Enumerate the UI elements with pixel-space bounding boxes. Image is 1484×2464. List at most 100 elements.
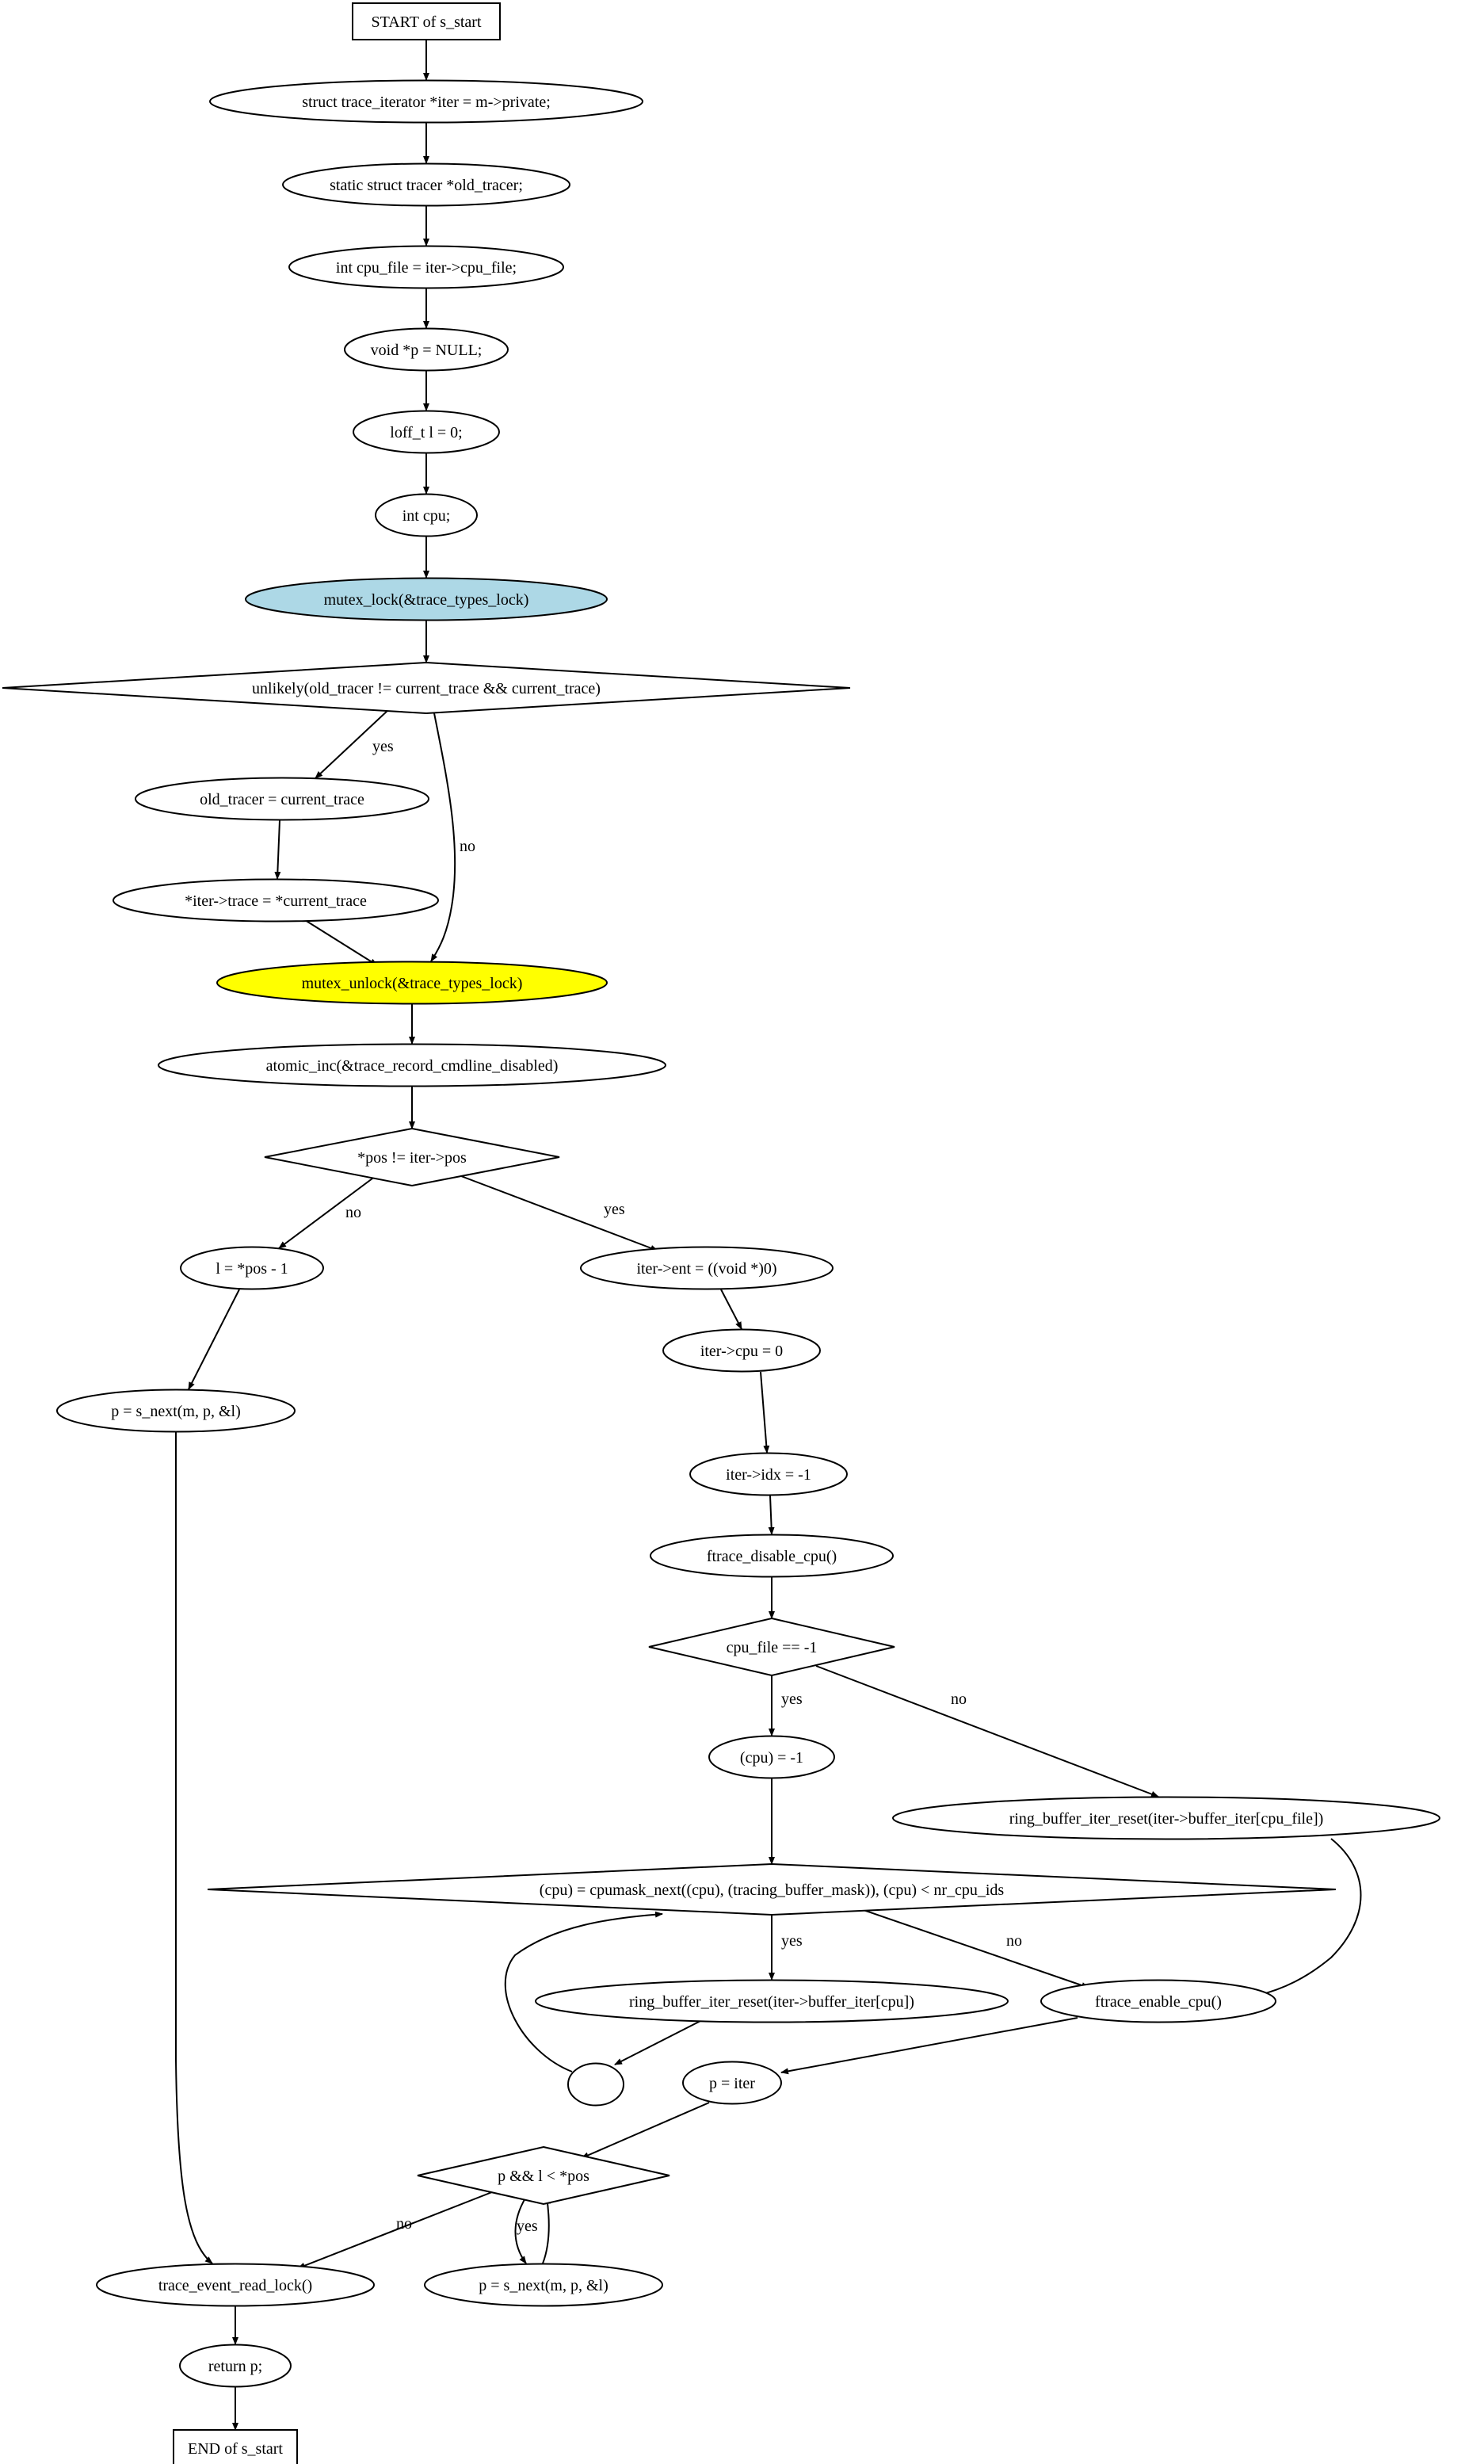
box-shape: [173, 2429, 298, 2464]
statement-shape: [689, 1452, 848, 1496]
edge-arrow: [504, 1911, 663, 2072]
edge-arrow: [304, 919, 378, 966]
statement-node-n8: old_tracer = current_trace: [135, 777, 429, 821]
statement-shape: [535, 1979, 1009, 2023]
edge-n16-to-n17: [768, 1495, 775, 1535]
statement-shape: [209, 79, 643, 124]
edge-arrow: [780, 2017, 1078, 2075]
statement-node-n5: loff_t l = 0;: [353, 410, 500, 454]
statement-shape: [282, 162, 570, 207]
edge-d4-to-n20: yes: [769, 1915, 803, 1981]
edge-label-yes: yes: [372, 738, 394, 755]
statement-node-n21: ftrace_enable_cpu(): [1040, 1979, 1276, 2023]
node-label: ring_buffer_iter_reset(iter->buffer_iter…: [1009, 1810, 1324, 1828]
edge-label-yes: yes: [517, 2218, 538, 2235]
statement-node-n11: atomic_inc(&trace_record_cmdline_disable…: [158, 1043, 666, 1087]
node-label: p && l < *pos: [498, 2168, 589, 2185]
edge-d2-to-n12: no: [278, 1175, 376, 1249]
statement-node-n16: iter->idx = -1: [689, 1452, 848, 1496]
statement-shape: [135, 777, 429, 821]
statement-shape: [344, 327, 509, 372]
edge-arrow: [430, 712, 456, 962]
statement-node-n19: ring_buffer_iter_reset(iter->buffer_iter…: [892, 1796, 1440, 1840]
statement-shape: [580, 1246, 834, 1290]
node-label: trace_event_read_lock(): [158, 2277, 312, 2294]
decision-node-d4: (cpu) = cpumask_next((cpu), (tracing_buf…: [207, 1862, 1337, 1916]
node-label: END of s_start: [188, 2440, 283, 2458]
node-label: unlikely(old_tracer != current_trace && …: [252, 680, 601, 697]
node-label: *iter->trace = *current_trace: [185, 892, 367, 910]
node-label: iter->cpu = 0: [700, 1343, 783, 1360]
edge-arrow: [460, 1175, 658, 1251]
decision-shape: [417, 2145, 670, 2206]
edge-n14-to-n15: [720, 1289, 742, 1330]
edge-d1-to-n8: yes: [315, 708, 394, 779]
statement-shape: [353, 410, 500, 454]
edge-arrow: [815, 1665, 1159, 1797]
statement-node-n14: iter->ent = ((void *)0): [580, 1246, 834, 1290]
edge-label-no: no: [345, 1204, 361, 1221]
statement-shape: [650, 1534, 894, 1578]
edge-d5-to-n25: yes: [514, 2196, 538, 2264]
node-label: p = s_next(m, p, &l): [479, 2277, 608, 2294]
node-label: ring_buffer_iter_reset(iter->buffer_iter…: [629, 1993, 914, 2011]
edge-d1-to-n10: no: [430, 712, 475, 962]
edge-label-no: no: [1006, 1932, 1022, 1950]
node-label: ftrace_enable_cpu(): [1095, 1993, 1222, 2011]
edge-arrow: [720, 1289, 742, 1330]
statement-shape: [96, 2263, 375, 2307]
statement-shape: [179, 2344, 292, 2388]
edge-n12-to-n13: [188, 1289, 240, 1390]
statement-shape: [288, 245, 564, 289]
statement-shape: [892, 1796, 1440, 1840]
edge-n13-to-n24: [174, 1431, 213, 2264]
decision-node-d2: *pos != iter->pos: [264, 1127, 560, 1187]
statement-node-n2: static struct tracer *old_tracer;: [282, 162, 570, 207]
statement-node-n1: struct trace_iterator *iter = m->private…: [209, 79, 643, 124]
statement-shape: [682, 2061, 782, 2105]
node-label: p = iter: [709, 2075, 755, 2092]
edge-arrow: [858, 1908, 1089, 1988]
decision-shape: [207, 1862, 1337, 1916]
edge-label-no: no: [396, 2215, 412, 2233]
node-label: mutex_lock(&trace_types_lock): [324, 591, 529, 609]
edge-d3-to-n18: yes: [769, 1675, 803, 1736]
node-label: mutex_unlock(&trace_types_lock): [302, 975, 523, 992]
edge-n20-to-n22: [614, 2019, 703, 2065]
statement-node-n26: return p;: [179, 2344, 292, 2388]
edge-d5-to-n24: no: [297, 2190, 497, 2269]
edge-arrow: [174, 1431, 213, 2264]
node-label: iter->ent = ((void *)0): [636, 1260, 776, 1278]
box-shape: [352, 2, 501, 40]
node-label: p = s_next(m, p, &l): [111, 1403, 241, 1420]
node-label: void *p = NULL;: [371, 342, 483, 359]
node-label: iter->idx = -1: [726, 1466, 811, 1484]
edge-arrow: [278, 1175, 376, 1249]
decision-node-d5: p && l < *pos: [417, 2145, 670, 2206]
edge-n22-to-d4: [504, 1911, 663, 2072]
statement-node-n24: trace_event_read_lock(): [96, 2263, 375, 2307]
statement-node-n10: mutex_unlock(&trace_types_lock): [216, 961, 608, 1005]
statement-node-n23: p = iter: [682, 2061, 782, 2105]
edge-label-yes: yes: [781, 1690, 803, 1708]
node-label: cpu_file == -1: [727, 1639, 818, 1656]
box-node-start: START of s_start: [352, 2, 501, 40]
edge-label-yes: yes: [604, 1201, 625, 1218]
statement-shape: [424, 2263, 663, 2307]
box-node-end: END of s_start: [173, 2429, 298, 2464]
edge-n8-to-n9: [274, 819, 281, 880]
statement-node-n15: iter->cpu = 0: [662, 1328, 821, 1373]
statement-shape: [1040, 1979, 1276, 2023]
statement-shape: [216, 961, 608, 1005]
statement-shape: [662, 1328, 821, 1373]
statement-shape: [375, 493, 478, 537]
decision-shape: [264, 1127, 560, 1187]
node-label: old_tracer = current_trace: [200, 791, 364, 808]
statement-shape: [180, 1246, 324, 1290]
node-label: return p;: [208, 2358, 262, 2375]
node-label: ftrace_disable_cpu(): [707, 1548, 837, 1565]
node-label: *pos != iter->pos: [357, 1149, 467, 1167]
node-label: START of s_start: [371, 13, 481, 31]
